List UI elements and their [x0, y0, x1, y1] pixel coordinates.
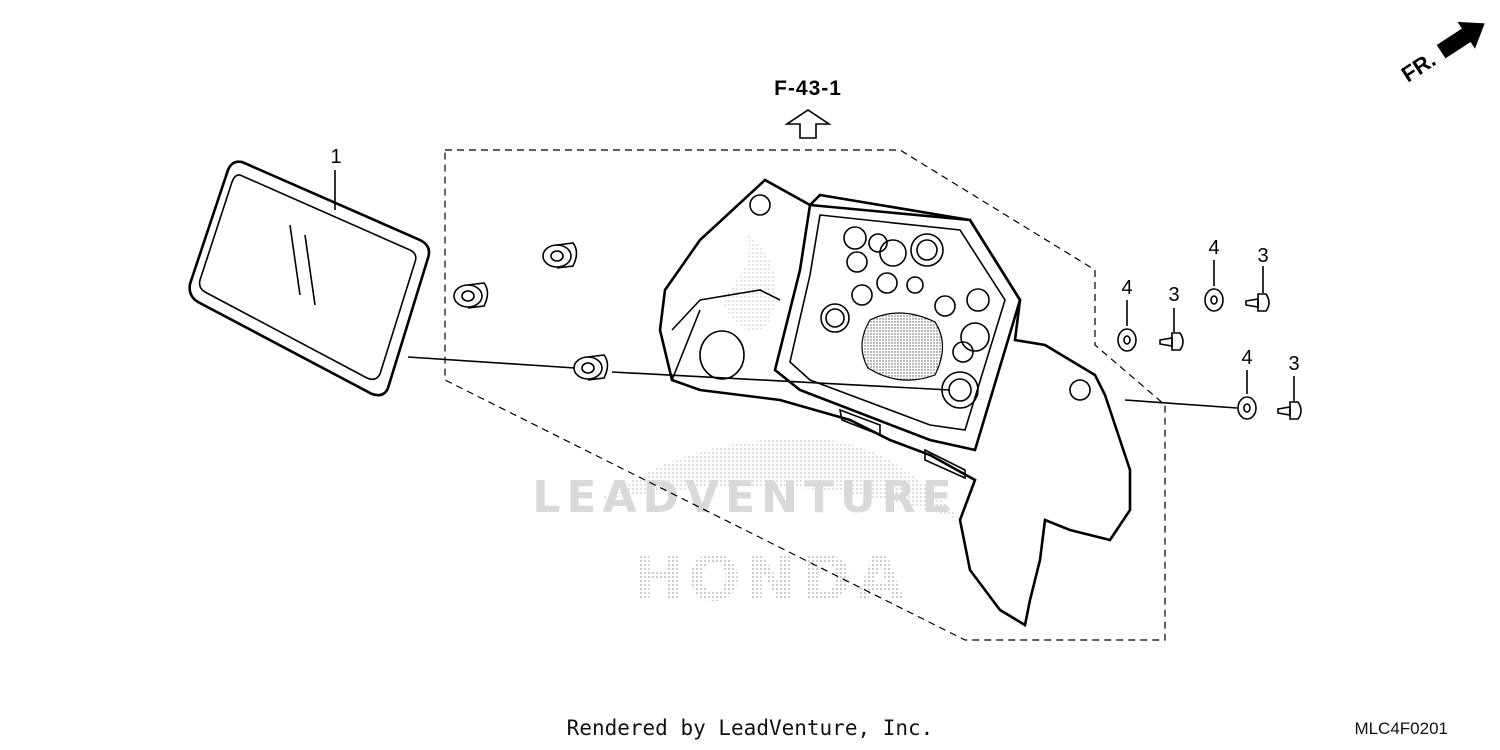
callout-part-4c: 4 [1241, 347, 1252, 369]
grommet-bottom [573, 354, 609, 381]
washer-4b [1204, 288, 1224, 312]
callout-part-3a: 3 [1168, 284, 1179, 306]
watermark-leadventure-text: LEADVENTURE [532, 472, 957, 523]
grommet-top [542, 242, 578, 269]
watermark-flame-logo [600, 230, 960, 520]
screw-3c [1277, 401, 1302, 420]
meter-case-cover [658, 178, 1132, 628]
watermark: LEADVENTURE HONDA [532, 230, 960, 615]
reference-group: F-43-1 [774, 77, 842, 139]
washer-4c [1237, 396, 1257, 420]
rendered-by-footer: Rendered by LeadVenture, Inc. [566, 716, 934, 740]
leader-grommet-meter [611, 371, 951, 391]
mount-boss-top [749, 194, 771, 216]
callout-part-4b: 4 [1208, 237, 1219, 259]
up-arrow-icon [784, 109, 832, 139]
screw-3b [1245, 293, 1270, 312]
callout-part-4a: 4 [1121, 277, 1132, 299]
watermark-honda-text: HONDA [632, 542, 908, 615]
grommet-left [453, 282, 489, 309]
callout-part-3c: 3 [1288, 353, 1299, 375]
part-1-meter-lens [188, 160, 431, 397]
front-arrow-icon [1436, 21, 1485, 59]
callout-part-1: 1 [330, 146, 341, 168]
screw-3a [1159, 332, 1184, 351]
leader-lens-grommet [407, 356, 576, 369]
callout-part-3b: 3 [1257, 245, 1268, 267]
washer-4a [1117, 328, 1137, 352]
assembly-outline [444, 149, 1166, 641]
leader-housing-fastener [1124, 399, 1238, 409]
front-direction-indicator: FR. [1397, 21, 1485, 87]
reference-code: F-43-1 [774, 77, 842, 100]
mount-hole [699, 330, 745, 380]
diagram-code: MLC4F0201 [1354, 719, 1448, 738]
mount-boss-right [1069, 379, 1091, 401]
front-direction-label: FR. [1397, 47, 1440, 87]
